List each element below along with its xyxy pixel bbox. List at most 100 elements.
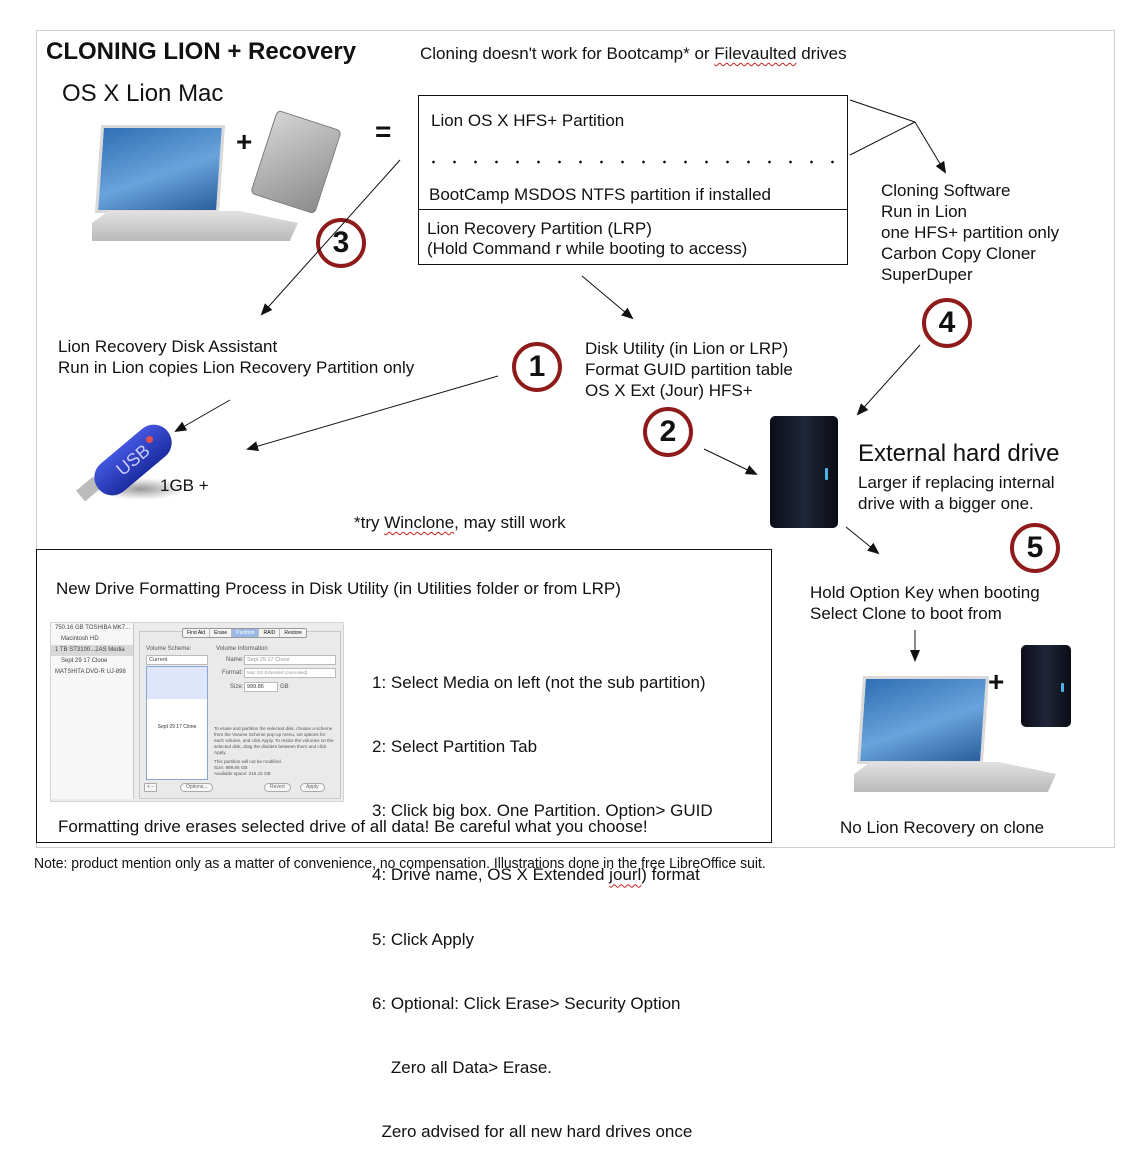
- recovery-assistant-title: Lion Recovery Disk Assistant: [58, 337, 278, 356]
- options-button[interactable]: Options...: [180, 783, 214, 792]
- name-field[interactable]: Sept 29 17 Clone: [244, 655, 336, 665]
- cloning-software-line: one HFS+ partition only: [881, 223, 1060, 242]
- format-step: 4: Drive name, OS X Extended jourl) form…: [372, 864, 713, 885]
- drive-led: [1061, 683, 1064, 692]
- disk-utility-line: Disk Utility (in Lion or LRP): [585, 339, 789, 358]
- size-unit-label: GB: [280, 684, 289, 690]
- arrow-assistant-to-usb: [174, 399, 231, 432]
- format-step: 3: Click big box. One Partition. Option>…: [372, 801, 713, 821]
- disk-utility-line: OS X Ext (Jour) HFS+: [585, 381, 753, 400]
- step-5-badge: 5: [1010, 523, 1060, 573]
- disk-utility-line: Format GUID partition table: [585, 360, 793, 379]
- bootcamp-partition-label: BootCamp MSDOS NTFS partition if install…: [429, 185, 772, 204]
- format-step: 5: Click Apply: [372, 929, 475, 949]
- step-4-badge: 4: [922, 298, 972, 348]
- format-select[interactable]: Mac OS Extended (Journaled): [244, 668, 336, 678]
- subtitle-text-end: drives: [796, 44, 847, 63]
- format-step: 2: Select Partition Tab: [372, 737, 538, 757]
- step-1-badge: 1: [512, 342, 562, 392]
- step-2-badge: 2: [643, 407, 693, 457]
- winclone-note: *try Winclone, may still work: [354, 512, 566, 533]
- sidebar-volume-item[interactable]: Sept 29 17 Clone: [61, 658, 108, 664]
- partition-layout-box-ui[interactable]: Sept 29 17 Clone: [146, 666, 208, 780]
- volume-info-label: Volume Information: [216, 646, 268, 652]
- external-drive-desc: Larger if replacing internal drive with …: [858, 472, 1055, 514]
- disk-utility-tabs: First Aid Erase Partition RAID Restore: [182, 628, 307, 638]
- partition-free-region: [147, 667, 207, 699]
- cloning-software-line: SuperDuper: [881, 265, 973, 284]
- revert-button[interactable]: Revert: [264, 783, 291, 792]
- subtitle-spellcheck-word: Filevaulted: [714, 44, 797, 63]
- size-label: Size:: [230, 684, 244, 690]
- format-step: 6: Optional: Click Erase> Security Optio…: [372, 993, 681, 1013]
- apply-button[interactable]: Apply: [300, 783, 325, 792]
- add-remove-partition-buttons[interactable]: + −: [144, 783, 158, 792]
- cloning-software-line: Carbon Copy Cloner: [881, 244, 1036, 263]
- name-label: Name:: [226, 657, 244, 663]
- disk-utility-sidebar: 750.16 GB TOSHIBA MK7... Macintosh HD 1 …: [51, 623, 134, 799]
- recovery-partition-hint: (Hold Command r while booting to access): [427, 239, 748, 258]
- tab-first-aid[interactable]: First Aid: [183, 629, 211, 637]
- format-process-box: [36, 549, 772, 843]
- external-drive-title: External hard drive: [858, 440, 1060, 467]
- plus-sign-clone: +: [988, 666, 1005, 697]
- boot-instruction-line: Select Clone to boot from: [810, 604, 1002, 623]
- format-step: Zero advised for all new hard drives onc…: [372, 1122, 693, 1142]
- cloning-software-line: Run in Lion: [881, 202, 968, 221]
- format-step: Zero all Data> Erase.: [372, 1058, 552, 1078]
- tab-raid[interactable]: RAID: [259, 629, 281, 637]
- status-size: Size: 999.86 GB: [214, 765, 248, 770]
- disk-utility-text: Disk Utility (in Lion or LRP) Format GUI…: [585, 338, 793, 401]
- sidebar-disk-item[interactable]: 750.16 GB TOSHIBA MK7...: [55, 625, 131, 631]
- status-available: Available space: 215.15 GB: [214, 771, 271, 776]
- diagram-frame: [36, 30, 1115, 848]
- disk-utility-window: 750.16 GB TOSHIBA MK7... Macintosh HD 1 …: [50, 622, 344, 802]
- connector-partition-top: [849, 99, 916, 123]
- step-3-badge: 3: [316, 218, 366, 268]
- tab-partition[interactable]: Partition: [232, 629, 260, 637]
- source-mac-label: OS X Lion Mac: [62, 80, 224, 107]
- arrow-mac-to-recovery-assistant: [260, 159, 401, 316]
- tab-restore[interactable]: Restore: [284, 630, 302, 636]
- recovery-assistant-desc: Run in Lion copies Lion Recovery Partiti…: [58, 358, 415, 377]
- macbook-clone-image: [854, 676, 1056, 796]
- tab-erase[interactable]: Erase: [210, 629, 233, 637]
- format-process-heading: New Drive Formatting Process in Disk Uti…: [56, 579, 621, 598]
- lion-partition-label: Lion OS X HFS+ Partition: [431, 111, 625, 130]
- recovery-assistant-text: Lion Recovery Disk Assistant Run in Lion…: [58, 336, 414, 378]
- external-hard-drive-image: [770, 416, 838, 528]
- description-text: To erase and partition the selected disk…: [214, 726, 334, 755]
- usb-led: [146, 436, 153, 443]
- arrow-partition-to-disk-utility: [581, 275, 634, 320]
- page-title: CLONING LION + Recovery: [46, 38, 357, 65]
- winclone-word: Winclone: [384, 513, 455, 532]
- arrow-step1-to-usb: [246, 375, 499, 451]
- external-drive-clone-image: [1021, 645, 1071, 727]
- connector-partition-bottom: [849, 121, 916, 156]
- boot-instruction-line: Hold Option Key when booting: [810, 583, 1040, 602]
- partition-name-label: Sept 29 17 Clone: [157, 724, 197, 730]
- format-step-text: 4: Drive name, OS X Extended: [372, 865, 610, 885]
- arrow-step2-to-drive: [703, 448, 758, 475]
- external-drive-desc-line: Larger if replacing internal: [858, 473, 1055, 492]
- partition-description: To erase and partition the selected disk…: [214, 726, 336, 777]
- dotted-divider: [423, 160, 839, 164]
- arrow-to-cloning-software: [914, 121, 947, 174]
- size-field[interactable]: 999.86: [244, 682, 278, 692]
- external-drive-desc-line: drive with a bigger one.: [858, 494, 1034, 513]
- arrows-layer: [174, 99, 947, 662]
- winclone-note-end: , may still work: [454, 513, 566, 532]
- winclone-note-text: *try: [354, 513, 385, 532]
- format-step: 1: Select Media on left (not the sub par…: [372, 672, 706, 692]
- sidebar-volume-item[interactable]: Macintosh HD: [61, 636, 99, 642]
- subtitle: Cloning doesn't work for Bootcamp* or Fi…: [420, 44, 847, 64]
- format-label: Format:: [222, 670, 243, 676]
- format-step-spellcheck-word: jourl: [609, 865, 642, 885]
- plus-sign: +: [236, 126, 253, 157]
- sidebar-disk-item-selected[interactable]: 1 TB ST3100...2AS Media: [51, 645, 133, 656]
- sidebar-optical-item[interactable]: MATSHITA DVD-R UJ-898: [55, 669, 126, 675]
- partition-divider: [419, 209, 847, 210]
- volume-scheme-select[interactable]: Current: [146, 655, 208, 665]
- usb-size-label: 1GB +: [160, 476, 209, 495]
- arrow-drive-to-boot: [845, 526, 880, 555]
